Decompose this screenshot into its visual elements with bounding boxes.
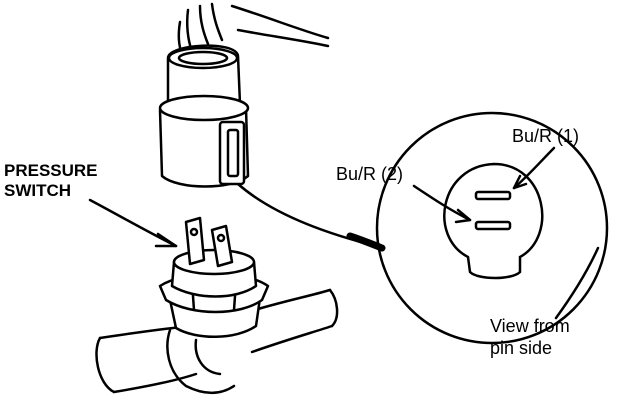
pressure-switch bbox=[158, 216, 270, 338]
leader-arrows bbox=[88, 146, 600, 320]
pin-side-view bbox=[375, 111, 609, 345]
pin1-arrow bbox=[512, 146, 556, 190]
pressure-switch-label-line1: PRESSURE bbox=[4, 161, 98, 180]
view-note-line1: View from bbox=[490, 316, 570, 336]
pin-2 bbox=[474, 220, 512, 231]
pin1-label: Bu/R (1) bbox=[512, 126, 579, 146]
view-note-line2: pin side bbox=[490, 338, 552, 358]
harness-cable bbox=[177, 2, 330, 56]
magnifier-circle bbox=[375, 111, 609, 345]
pressure-switch-arrow bbox=[88, 198, 178, 248]
pressure-switch-label-line2: SWITCH bbox=[4, 181, 71, 200]
view-note-leader bbox=[554, 246, 600, 320]
pin-1 bbox=[474, 190, 512, 201]
connector-plug bbox=[158, 44, 250, 188]
connector-cable bbox=[237, 183, 386, 252]
pin2-label: Bu/R (2) bbox=[336, 164, 403, 184]
pin2-arrow bbox=[412, 184, 472, 222]
